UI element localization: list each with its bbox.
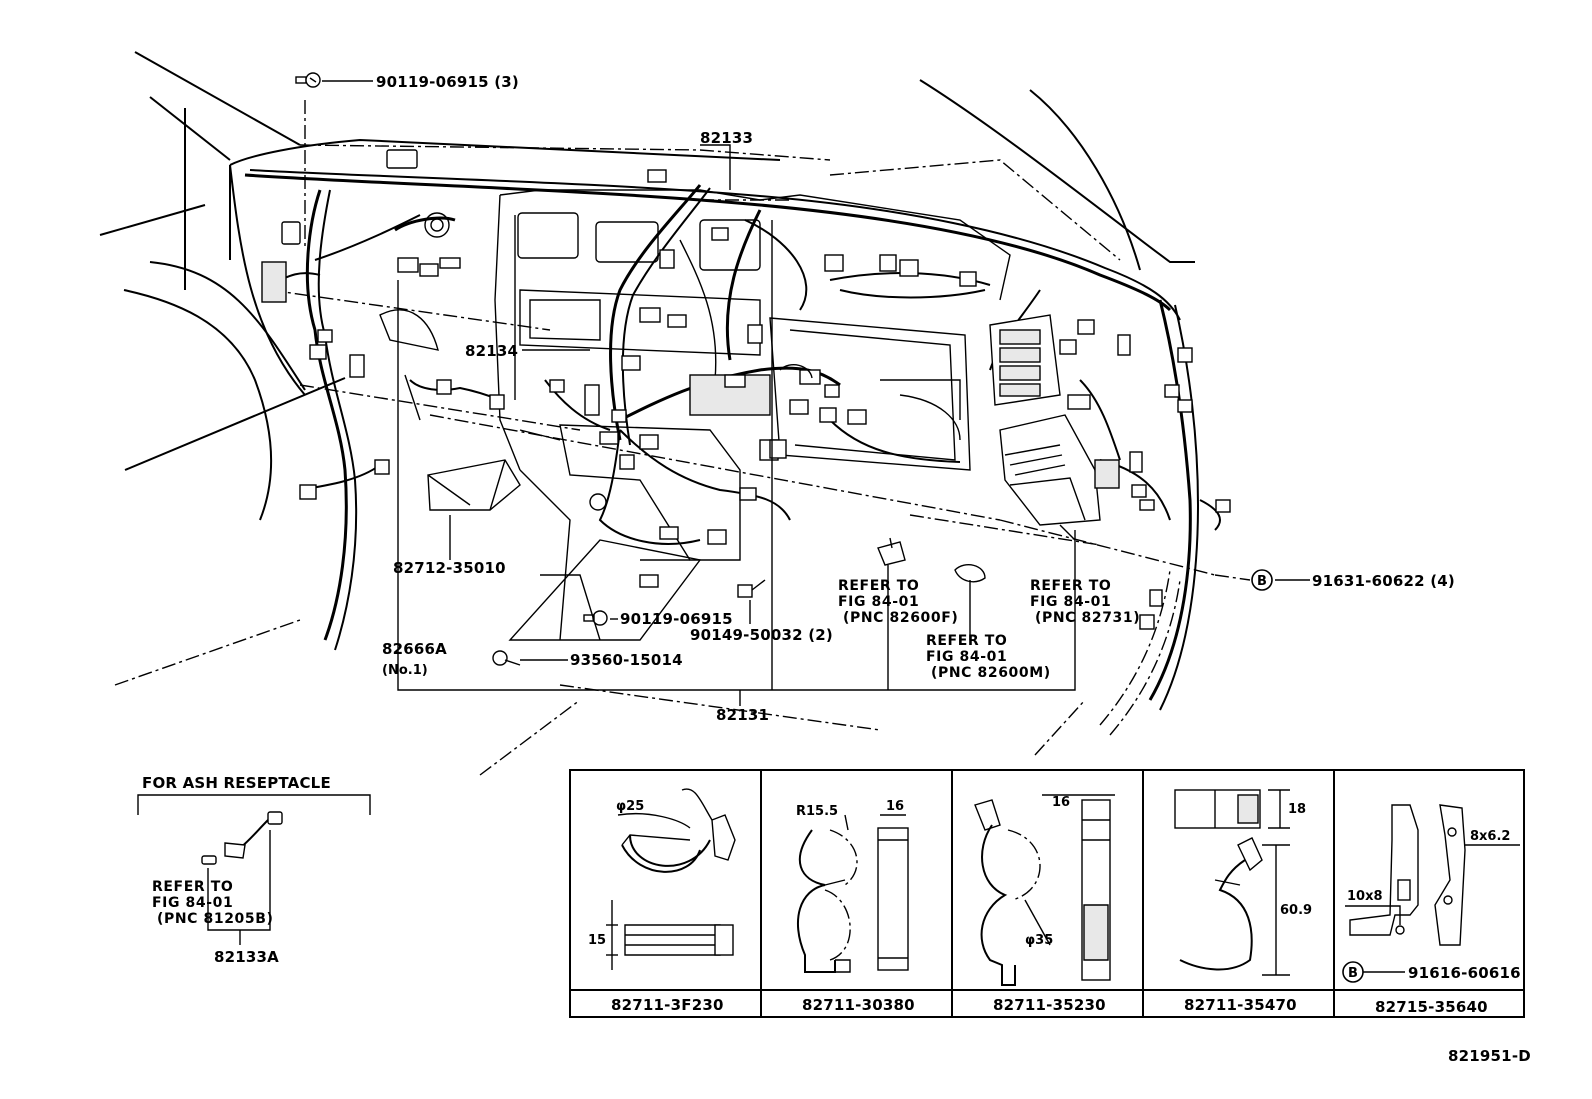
refer-82600f-line2: FIG 84-01 [838, 594, 919, 610]
bolt-center-icon [737, 579, 766, 598]
ash-receptacle-part: 82133A [214, 948, 279, 966]
clip-1-dim-height: 15 [588, 933, 606, 948]
ash-receptacle-title: FOR ASH RESEPTACLE [142, 774, 331, 792]
label-cover-82712: 82712-35010 [393, 559, 506, 577]
label-bracket-note: (No.1) [382, 663, 428, 678]
grommet-icons [589, 439, 986, 583]
clip-drawing-1: φ25 15 [588, 788, 736, 970]
clip-5-clamp-part: 91616-60616 [1408, 964, 1521, 982]
clip-3-part: 82711-35230 [993, 996, 1106, 1014]
label-harness-82133: 82133 [700, 129, 753, 147]
vehicle-body-outline [99, 51, 1251, 776]
clip-5-dim-hole: 10x8 [1347, 889, 1383, 904]
clip-5-dim-slot: 8x6.2 [1470, 829, 1510, 844]
clip-table: φ25 15 82711-3F230 R15.5 16 82711-30380 [569, 769, 1525, 1018]
label-screw-top: 90119-06915 (3) [376, 73, 519, 91]
harness-connectors [261, 149, 1231, 630]
refer-82600m-line2: FIG 84-01 [926, 649, 1007, 665]
label-bolt-center: 90149-50032 (2) [690, 626, 833, 644]
diagram-id: 821951-D [1448, 1047, 1531, 1065]
refer-82600m-line1: REFER TO [926, 633, 1007, 649]
leader-lines [322, 80, 1310, 706]
screw-center-icon [583, 610, 608, 626]
refer-82731-line1: REFER TO [1030, 578, 1111, 594]
label-bracket-82666a: 82666A [382, 640, 447, 658]
label-clamp-b: 91631-60622 (4) [1312, 572, 1455, 590]
refer-82731-line2: FIG 84-01 [1030, 594, 1111, 610]
callout-b-letter: B [1257, 574, 1267, 589]
clip-3-dim-diameter: φ35 [1025, 933, 1053, 948]
refer-82731-line3: (PNC 82731) [1035, 610, 1140, 626]
callout-labels: 90119-06915 (3) 82133 82134 82712-35010 … [376, 73, 1455, 724]
ash-receptacle-inset: FOR ASH RESEPTACLE REFER TO FIG 84-01 (P… [137, 774, 371, 966]
clip-2-part: 82711-30380 [802, 996, 915, 1014]
clip-1-dim-diameter: φ25 [616, 799, 644, 814]
label-assembly-82131: 82131 [716, 706, 769, 724]
clip-4-dim-length: 60.9 [1280, 903, 1312, 918]
callout-b-circle [1251, 569, 1273, 591]
clip-drawing-3: 16 φ35 [974, 794, 1115, 986]
label-clip-bottom: 93560-15014 [570, 651, 683, 669]
label-screw-center: 90119-06915 [620, 610, 733, 628]
ash-refer-line2: FIG 84-01 [152, 895, 233, 911]
clip-drawing-4: 18 60.9 [1174, 789, 1312, 976]
ash-refer-line1: REFER TO [152, 879, 233, 895]
clip-4-part: 82711-35470 [1184, 996, 1297, 1014]
refer-82600f-line1: REFER TO [838, 578, 919, 594]
ash-refer-line3: (PNC 81205B) [157, 911, 274, 927]
label-harness-82134: 82134 [465, 342, 518, 360]
ecu-module [999, 414, 1120, 541]
clip-5-callout-letter: B [1348, 966, 1358, 981]
cover-82712 [427, 459, 521, 511]
clip-2-dim-radius: R15.5 [796, 804, 838, 819]
screw-top-icon [295, 72, 321, 88]
clip-4-dim-height: 18 [1288, 802, 1306, 817]
clip-drawing-5: 8x6.2 10x8 B 91616-60616 [1342, 804, 1521, 983]
clip-3-dim-width: 16 [1052, 795, 1070, 810]
refer-82600m-line3: (PNC 82600M) [931, 665, 1051, 681]
clip-2-dim-width: 16 [886, 799, 904, 814]
clip-1-part: 82711-3F230 [611, 996, 724, 1014]
junction-block [989, 314, 1061, 406]
clip-drawing-2: R15.5 16 [796, 799, 909, 973]
clip-5-part: 82715-35640 [1375, 998, 1488, 1016]
clip-bottom-icon [492, 650, 521, 666]
refer-82600f-line3: (PNC 82600F) [843, 610, 958, 626]
